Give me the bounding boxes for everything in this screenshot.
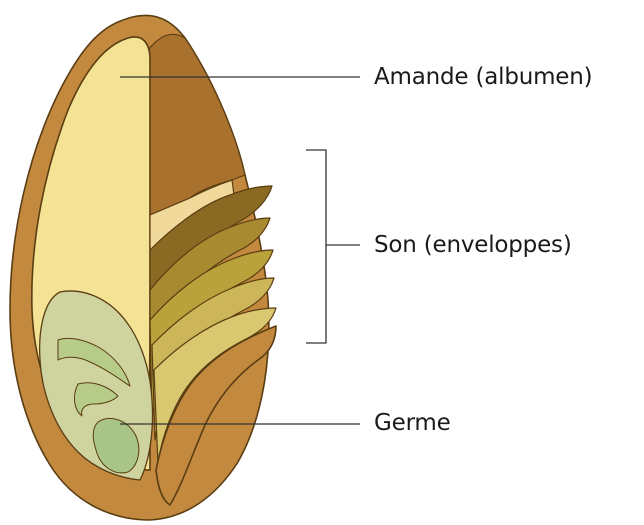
bran-bracket <box>306 150 360 343</box>
label-germ: Germe <box>374 409 451 437</box>
label-endosperm: Amande (albumen) <box>374 63 592 91</box>
label-bran: Son (enveloppes) <box>374 231 572 259</box>
